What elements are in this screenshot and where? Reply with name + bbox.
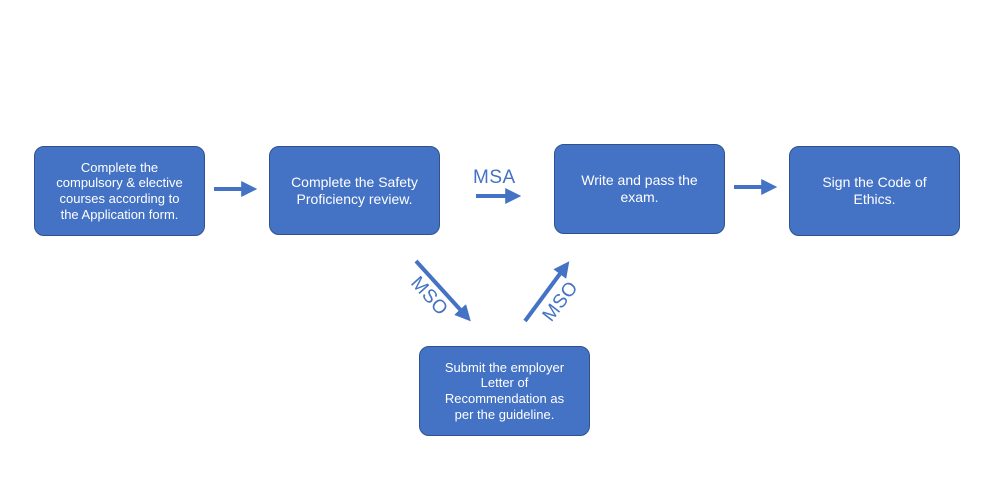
arrow-safety-to-letter-mso xyxy=(414,259,471,322)
edge-label-msa: MSA xyxy=(473,167,516,188)
step-complete-courses: Complete the compulsory & elective cours… xyxy=(34,146,205,236)
arrow-letter-to-exam-mso xyxy=(523,261,570,323)
step-complete-courses-label: Complete the compulsory & elective cours… xyxy=(56,159,183,222)
edge-label-mso-up: MSO xyxy=(539,278,583,326)
step-sign-ethics-label: Sign the Code of Ethics. xyxy=(822,174,927,207)
step-safety-review-label: Complete the Safety Proficiency review. xyxy=(291,173,418,207)
step-safety-review: Complete the Safety Proficiency review. xyxy=(269,146,440,235)
step-submit-letter-label: Submit the employer Letter of Recommenda… xyxy=(444,359,565,422)
step-write-exam: Write and pass the exam. xyxy=(554,144,725,234)
edge-label-mso-down: MSO xyxy=(406,273,452,320)
step-write-exam-label: Write and pass the exam. xyxy=(581,172,698,205)
step-submit-letter: Submit the employer Letter of Recommenda… xyxy=(419,346,590,436)
step-sign-ethics: Sign the Code of Ethics. xyxy=(789,146,960,236)
